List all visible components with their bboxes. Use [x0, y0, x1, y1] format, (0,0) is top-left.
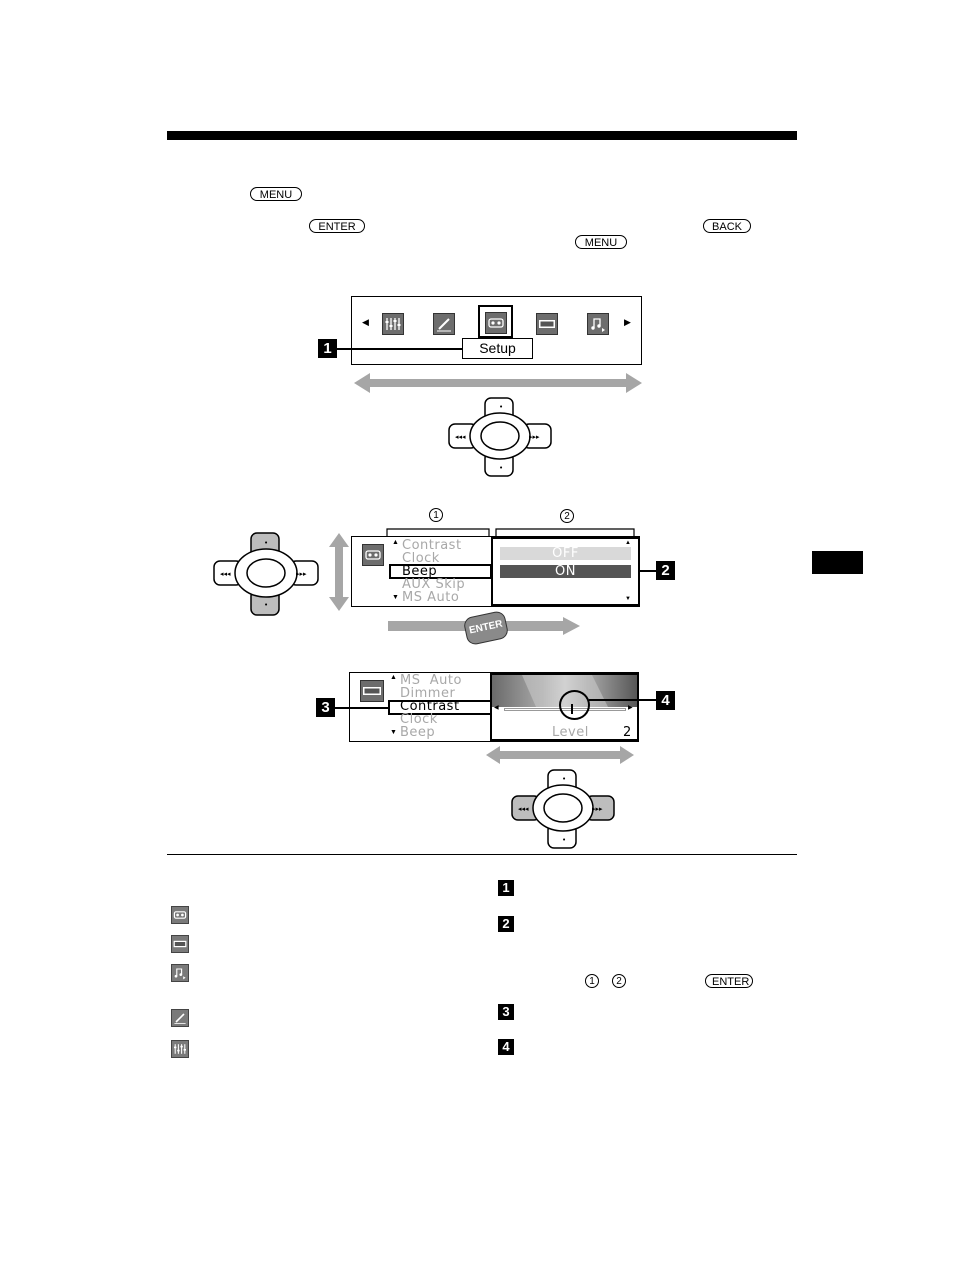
scroll-right-icon: ▶ — [624, 317, 631, 327]
callout-3: 3 — [316, 698, 335, 717]
display-icon[interactable] — [536, 313, 558, 335]
option-down-icon: ▼ — [625, 596, 631, 602]
menu-key: MENU — [250, 187, 302, 201]
horizontal-arrow-2 — [486, 746, 634, 764]
column-marker-2: 2 — [560, 509, 574, 523]
callout-1-line — [337, 348, 462, 350]
legend-circle-1: 1 — [585, 974, 599, 988]
setup-icon[interactable] — [485, 312, 507, 334]
option-on[interactable]: ON — [500, 565, 631, 578]
header-rule — [167, 131, 797, 140]
horizontal-arrow-1 — [354, 373, 642, 393]
equalizer-icon — [171, 1040, 189, 1058]
scroll-left-icon: ◀ — [362, 317, 369, 327]
list-item-aux-skip[interactable]: AUX Skip — [402, 577, 466, 592]
option-off[interactable]: OFF — [500, 547, 631, 560]
vertical-arrow — [329, 533, 349, 611]
selected-icon-frame — [478, 305, 513, 338]
callout-3-line — [335, 707, 388, 709]
list-item-beep[interactable]: Beep — [400, 725, 436, 740]
enter-key-legend: ENTER — [705, 974, 753, 988]
control-dial-3[interactable]: • • ◂◂◂ ▸▸▸ — [510, 769, 616, 849]
control-dial-1[interactable]: • • ◂◂◂ ▸▸▸ — [447, 397, 553, 477]
svg-text:•: • — [264, 539, 268, 547]
svg-text:▸▸▸: ▸▸▸ — [529, 433, 540, 441]
display-panel: ▲ MS Auto Dimmer Contrast Clock ▼ Beep ◀… — [349, 672, 639, 742]
level-label: Level — [552, 725, 589, 740]
column-marker-1: 1 — [429, 508, 443, 522]
list-item-contrast[interactable]: Contrast — [402, 538, 462, 553]
option-box: ▲ OFF ON ▼ — [491, 537, 640, 606]
list-item-contrast[interactable]: Contrast — [400, 699, 460, 714]
menu-panel: ◀ ▶ Setup — [351, 296, 642, 365]
svg-text:◂◂◂: ◂◂◂ — [455, 433, 466, 441]
svg-text:▸▸▸: ▸▸▸ — [296, 570, 307, 578]
list-item-clock[interactable]: Clock — [402, 551, 440, 566]
display-icon — [171, 935, 189, 953]
callout-1: 1 — [318, 339, 337, 358]
callout-2: 2 — [656, 561, 675, 580]
svg-text:•: • — [562, 836, 566, 844]
list-item-dimmer[interactable]: Dimmer — [400, 686, 456, 701]
option-up-icon: ▲ — [625, 540, 631, 546]
slider-left-icon: ◀ — [494, 705, 499, 711]
section-divider — [167, 854, 797, 855]
selected-menu-label: Setup — [462, 338, 533, 359]
list-item-ms-auto[interactable]: MS Auto — [400, 673, 462, 688]
slider-highlight-circle — [559, 690, 590, 720]
legend-number-4: 4 — [498, 1039, 514, 1055]
callout-4: 4 — [656, 691, 675, 710]
list-item-clock[interactable]: Clock — [400, 712, 438, 727]
setup-icon — [362, 544, 384, 566]
legend-number-3: 3 — [498, 1004, 514, 1020]
legend-circle-2: 2 — [612, 974, 626, 988]
svg-text:•: • — [499, 403, 503, 411]
legend-number-1: 1 — [498, 880, 514, 896]
svg-text:◂◂◂: ◂◂◂ — [220, 570, 231, 578]
list-up-icon: ▲ — [390, 674, 397, 681]
slider-right-icon: ▶ — [628, 705, 633, 711]
svg-text:•: • — [264, 601, 268, 609]
svg-text:•: • — [499, 464, 503, 472]
list-down-icon: ▼ — [392, 594, 399, 601]
enter-arrow-body — [505, 621, 565, 631]
control-dial-2[interactable]: • • ◂◂◂ ▸▸▸ — [212, 532, 320, 616]
list-up-icon: ▲ — [392, 539, 399, 546]
pencil-icon[interactable] — [433, 313, 455, 335]
music-icon[interactable] — [587, 313, 609, 335]
music-icon — [171, 964, 189, 982]
enter-button-graphic[interactable]: ENTER — [462, 609, 510, 647]
menu-key-second: MENU — [575, 235, 627, 249]
svg-text:▸▸▸: ▸▸▸ — [592, 805, 603, 813]
list-item-ms-auto[interactable]: MS Auto — [402, 590, 460, 605]
svg-text:◂◂◂: ◂◂◂ — [518, 805, 529, 813]
level-value: 2 — [623, 725, 632, 740]
back-key: BACK — [703, 219, 751, 233]
equalizer-icon[interactable] — [382, 313, 404, 335]
list-down-icon: ▼ — [390, 729, 397, 736]
enter-arrow-tail — [388, 621, 468, 631]
legend-number-2: 2 — [498, 916, 514, 932]
callout-2-line — [640, 570, 656, 572]
enter-key: ENTER — [309, 219, 365, 233]
callout-4-line — [589, 699, 656, 701]
svg-text:•: • — [562, 775, 566, 783]
list-item-beep[interactable]: Beep — [402, 564, 438, 579]
section-tab — [812, 551, 863, 574]
column-brackets — [386, 528, 635, 536]
enter-arrow-head — [563, 617, 580, 635]
display-icon — [360, 680, 384, 702]
setup-panel: ▲ Contrast Clock Beep AUX Skip ▼ MS Auto… — [351, 536, 640, 607]
pencil-icon — [171, 1009, 189, 1027]
setup-icon — [171, 906, 189, 924]
